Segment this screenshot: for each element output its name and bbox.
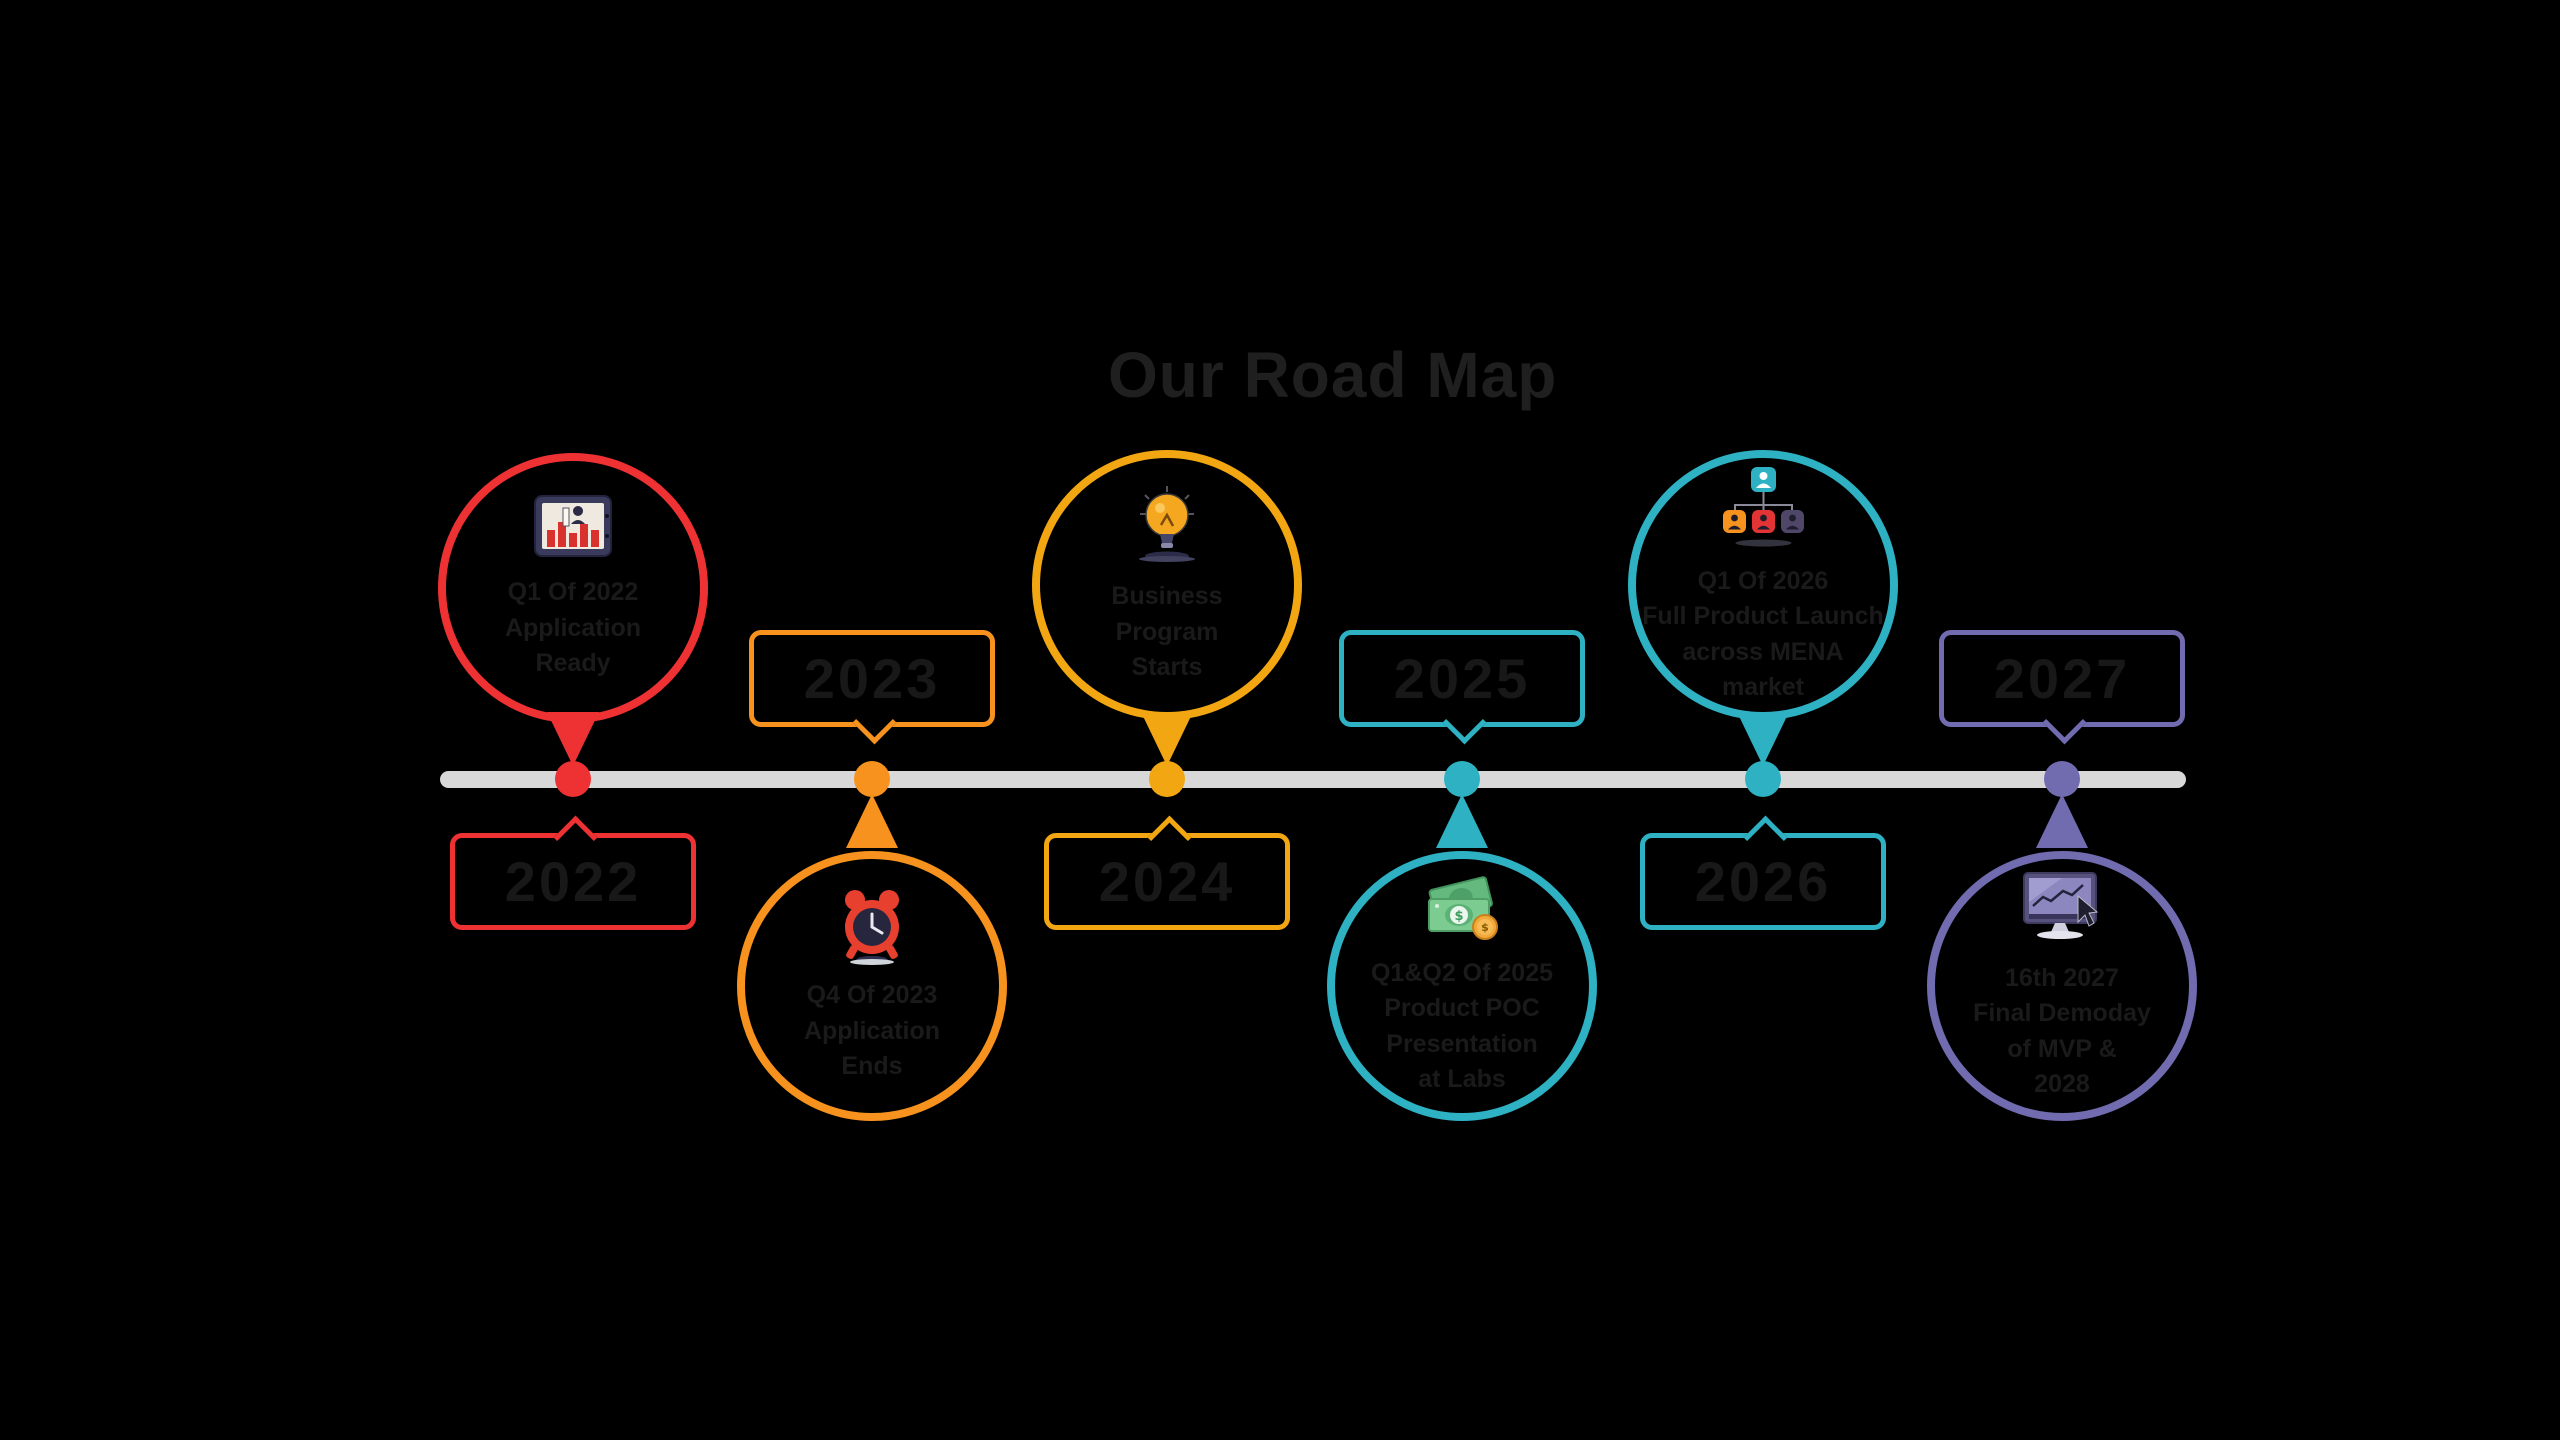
year-label: 2026 (1694, 850, 1832, 913)
milestone-text-line: Application (504, 613, 642, 642)
timeline-dot-2024 (1149, 761, 1185, 797)
milestone-text-line: across MENA (1682, 637, 1844, 666)
year-callout-2027: 2027 (1939, 630, 2185, 745)
milestone-text-line: market (1721, 673, 1804, 701)
timeline-dot-2025 (1444, 761, 1480, 797)
milestone-text-line: Q1 Of 2026 (1697, 566, 1829, 595)
milestone-text: Q1 Of 2022 Application Ready (505, 575, 641, 682)
year-callout-2025: 2025 (1339, 630, 1585, 745)
milestone-text-line: Business (1111, 582, 1223, 611)
year-callout-2024: 2024 (1044, 815, 1290, 930)
milestone-text-line: Ends (841, 1052, 903, 1081)
milestone-text-line: Program (1115, 617, 1219, 646)
milestone-circle-2022: Q1 Of 2022 Application Ready (438, 453, 708, 723)
circle-pointer (1737, 712, 1789, 766)
milestone-text: Q4 Of 2023 Application Ends (804, 978, 940, 1085)
year-label: 2024 (1098, 850, 1236, 913)
milestone-text-line: Q4 Of 2023 (806, 981, 938, 1010)
milestone-text-line: 16th 2027 (2005, 963, 2119, 992)
year-callout-2022: 2022 (450, 815, 696, 930)
timeline-dot-2026 (1745, 761, 1781, 797)
alarm-clock-icon (834, 887, 910, 970)
milestone-circle-2023: Q4 Of 2023 Application Ends (737, 851, 1007, 1121)
milestone-text-line: Product POC (1384, 994, 1540, 1022)
timeline-dot-2027 (2044, 761, 2080, 797)
milestone-circle-2027: 16th 2027 Final Demoday of MVP & 2028 (1927, 851, 2197, 1121)
page-title: Our Road Map (1108, 339, 1558, 411)
milestone-text: Q1&Q2 Of 2025 Product POC Presentation a… (1371, 956, 1553, 1098)
milestone-text-line: Ready (535, 649, 611, 678)
milestone-text-line: Q1&Q2 Of 2025 (1370, 958, 1554, 987)
timeline-dot-2022 (555, 761, 591, 797)
light-bulb-icon (1133, 484, 1201, 571)
milestone-text-line: at Labs (1418, 1065, 1506, 1093)
milestone-text-line: Full Product Launch (1642, 602, 1884, 630)
milestone-text: Q1 Of 2026 Full Product Launch across ME… (1642, 564, 1884, 706)
milestone-text: Business Program Starts (1111, 579, 1222, 686)
milestone-text-line: Application (803, 1016, 941, 1045)
bar-chart-icon (533, 494, 613, 567)
year-callout-2023: 2023 (749, 630, 995, 745)
milestone-circle-2025: $ $ Q1&Q2 Of 2025 Product POC Presentati… (1327, 851, 1597, 1121)
circle-pointer (1141, 712, 1193, 766)
timeline-dot-2023 (854, 761, 890, 797)
year-callout-2026: 2026 (1640, 815, 1886, 930)
svg-text:$: $ (1481, 921, 1489, 934)
money-icon: $ $ (1417, 875, 1507, 948)
circle-pointer (2036, 794, 2088, 848)
circle-pointer (846, 794, 898, 848)
svg-text:$: $ (1454, 909, 1463, 924)
milestone-text-line: Final Demoday (1973, 999, 2151, 1027)
milestone-text-line: Presentation (1386, 1029, 1538, 1058)
milestone-circle-2024: Business Program Starts (1032, 450, 1302, 720)
milestone-circle-2026: Q1 Of 2026 Full Product Launch across ME… (1628, 450, 1898, 720)
year-label: 2025 (1393, 647, 1531, 710)
milestone-text-line: Q1 Of 2022 (507, 578, 639, 607)
org-chart-icon (1714, 465, 1812, 556)
year-label: 2027 (1993, 647, 2131, 710)
timeline-bar (440, 771, 2186, 788)
milestone-text-line: of MVP & (2007, 1034, 2117, 1063)
milestone-text-line: Starts (1131, 653, 1203, 682)
milestone-text: 16th 2027 Final Demoday of MVP & 2028 (1973, 961, 2151, 1103)
year-label: 2022 (504, 850, 642, 913)
year-label: 2023 (803, 647, 941, 710)
monitor-chart-icon (2016, 870, 2108, 953)
milestone-text-line: 2028 (2034, 1070, 2090, 1098)
circle-pointer (1436, 794, 1488, 848)
